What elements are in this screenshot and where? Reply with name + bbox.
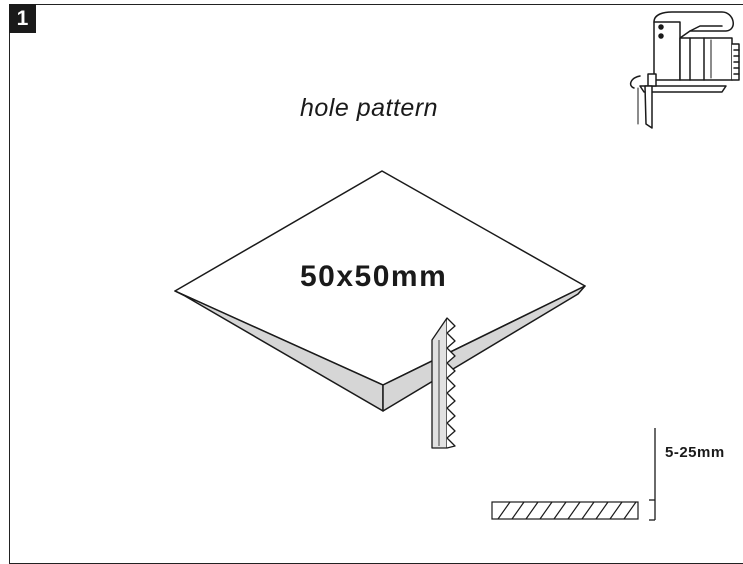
- thickness-dimension: [649, 428, 656, 521]
- saw-blade-icon: [431, 317, 456, 449]
- blade-body: [431, 317, 448, 449]
- step-number-badge: 1: [9, 4, 36, 33]
- hole-size-label: 50x50mm: [300, 260, 448, 293]
- workpiece-cross-section-icon: [491, 501, 639, 520]
- jigsaw-icon: [629, 11, 740, 129]
- instruction-caption: hole pattern: [300, 94, 439, 122]
- blade-teeth: [446, 317, 456, 449]
- thickness-range-label: 5-25mm: [665, 444, 725, 461]
